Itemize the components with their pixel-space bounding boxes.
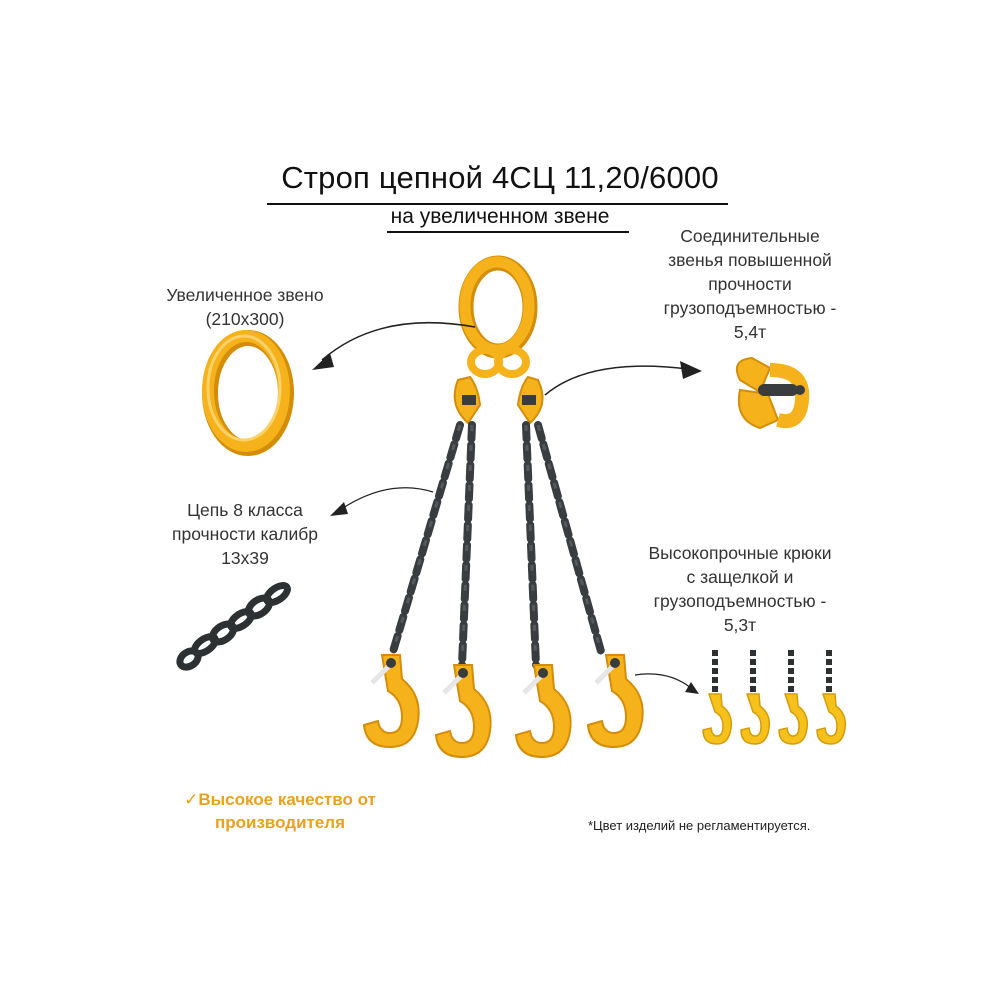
hooks-label-line: 5,3т xyxy=(723,615,757,635)
chain-label: Цепь 8 класса прочности калибр 13x39 xyxy=(140,498,350,570)
chain-label-line: 13x39 xyxy=(221,548,269,568)
hook-set-icon xyxy=(695,650,855,750)
hook-icon xyxy=(516,665,571,757)
master-link-size: (210x300) xyxy=(205,309,285,329)
arrow-icon xyxy=(312,321,476,370)
chain-sling-illustration xyxy=(340,255,660,755)
chain-icon xyxy=(176,582,291,671)
hooks-label-line: грузоподъемностью - xyxy=(653,591,827,611)
hooks-label: Высокопрочные крюки с защелкой и грузопо… xyxy=(620,541,860,637)
product-subtitle: на увеличенном звене xyxy=(390,205,610,228)
master-link-label: Увеличенное звено (210x300) xyxy=(140,283,350,331)
master-link-icon xyxy=(202,330,294,456)
arrow-icon xyxy=(634,673,699,694)
connector-label-line: звенья повышенной xyxy=(668,250,832,270)
connector-label: Соединительные звенья повышенной прочнос… xyxy=(640,224,860,344)
quality-line: ✓Высокое качество от xyxy=(184,790,376,809)
hooks-label-line: с защелкой и xyxy=(686,567,794,587)
connector-link-icon xyxy=(736,356,810,430)
hook-icon xyxy=(588,655,643,747)
connector-label-line: 5,4т xyxy=(733,322,767,342)
color-footnote: *Цвет изделий не регламентируется. xyxy=(588,818,811,833)
quality-line: производителя xyxy=(214,813,346,832)
arrow-icon xyxy=(330,487,434,516)
connector-label-line: грузоподъемностью - xyxy=(663,298,837,318)
hook-icon xyxy=(364,655,419,747)
connector-label-line: прочности xyxy=(708,274,792,294)
hooks-label-line: Высокопрочные крюки xyxy=(648,543,832,563)
product-title: Строп цепной 4СЦ 11,20/6000 xyxy=(281,160,719,195)
chain-label-line: Цепь 8 класса xyxy=(187,500,303,520)
connector-label-line: Соединительные xyxy=(680,226,820,246)
master-link-label-text: Увеличенное звено xyxy=(166,285,324,305)
quality-badge: ✓Высокое качество от производителя xyxy=(160,788,400,834)
arrow-icon xyxy=(544,361,702,396)
hook-icon xyxy=(436,665,491,757)
subtitle-underline xyxy=(387,231,629,233)
master-link-top xyxy=(458,255,538,378)
chain-label-line: прочности калибр xyxy=(172,524,318,544)
title-underline xyxy=(267,203,728,205)
